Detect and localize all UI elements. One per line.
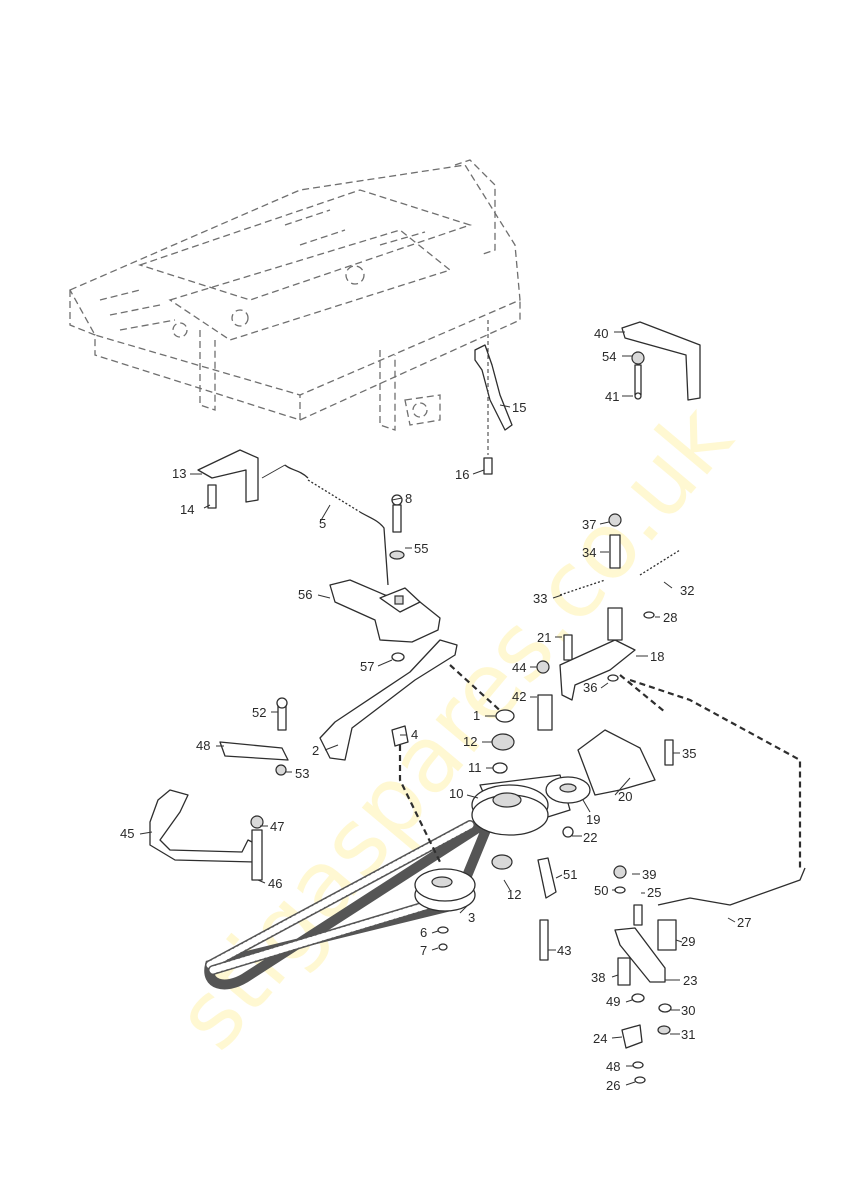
label-48: 48 — [606, 1059, 620, 1074]
label-39: 39 — [642, 867, 656, 882]
bracket-45 — [149, 789, 264, 881]
spring-5 — [261, 464, 389, 586]
label-50: 50 — [594, 883, 608, 898]
label-16: 16 — [455, 467, 469, 482]
spring-group-32-33 — [559, 513, 681, 641]
leader-lines — [139, 331, 736, 1086]
label-23: 23 — [683, 973, 697, 988]
label-37: 37 — [582, 517, 596, 532]
label-30: 30 — [681, 1003, 695, 1018]
label-53: 53 — [295, 766, 309, 781]
drive-belt — [204, 807, 501, 990]
label-12b: 12 — [507, 887, 521, 902]
label-56: 56 — [298, 587, 312, 602]
label-11: 11 — [468, 760, 482, 775]
bracket-13 — [197, 449, 259, 509]
label-18: 18 — [650, 649, 664, 664]
label-15: 15 — [512, 400, 526, 415]
label-45: 45 — [120, 826, 134, 841]
label-20: 20 — [618, 789, 632, 804]
idler-arm-2 — [319, 639, 506, 863]
label-12: 12 — [463, 734, 477, 749]
label-1: 1 — [473, 708, 480, 723]
bracket-40 — [621, 321, 701, 401]
plate-51b — [537, 857, 557, 961]
label-24: 24 — [593, 1031, 607, 1046]
bolt-8 — [389, 494, 405, 560]
label-51: 48 — [196, 738, 210, 753]
label-47: 47 — [270, 819, 284, 834]
pulley-assembly-10 — [471, 709, 549, 870]
label-49: 49 — [606, 994, 620, 1009]
label-22: 22 — [583, 830, 597, 845]
label-35: 35 — [682, 746, 696, 761]
bracket-15 — [474, 320, 513, 475]
label-3: 3 — [468, 910, 475, 925]
label-52: 52 — [252, 705, 266, 720]
label-33: 33 — [533, 591, 547, 606]
label-55: 55 — [414, 541, 428, 556]
label-31: 31 — [681, 1027, 695, 1042]
label-40: 40 — [594, 326, 608, 341]
label-32: 32 — [680, 583, 694, 598]
label-38: 38 — [591, 970, 605, 985]
label-13: 13 — [172, 466, 186, 481]
label-21: 21 — [537, 630, 551, 645]
label-57: 57 — [360, 659, 374, 674]
linkage-group-23 — [613, 865, 677, 1084]
label-4: 4 — [411, 727, 418, 742]
part-labels: 40 54 41 15 16 13 14 5 8 55 56 57 2 4 52… — [120, 326, 751, 1093]
pivot-bracket-56 — [329, 579, 441, 643]
label-27: 27 — [737, 915, 751, 930]
label-10: 10 — [449, 786, 463, 801]
bolt-35 — [664, 739, 674, 766]
label-46: 46 — [268, 876, 282, 891]
label-19: 19 — [586, 812, 600, 827]
label-8: 8 — [405, 491, 412, 506]
label-54: 54 — [602, 349, 616, 364]
label-6: 6 — [420, 925, 427, 940]
label-14: 14 — [180, 502, 194, 517]
label-5: 5 — [319, 516, 326, 531]
label-51b: 51 — [563, 867, 577, 882]
plate-51 — [219, 697, 289, 776]
label-26: 26 — [606, 1078, 620, 1093]
idler-pulley-3 — [414, 868, 476, 951]
label-29: 29 — [681, 934, 695, 949]
control-plate-18 — [536, 634, 802, 870]
rod-27 — [657, 867, 806, 906]
label-41: 41 — [605, 389, 619, 404]
label-2: 2 — [312, 743, 319, 758]
label-36: 36 — [583, 680, 597, 695]
pulley-19 — [545, 729, 656, 838]
label-25: 25 — [647, 885, 661, 900]
label-34: 34 — [582, 545, 596, 560]
label-44: 44 — [512, 660, 526, 675]
label-28: 28 — [663, 610, 677, 625]
label-42: 42 — [512, 689, 526, 704]
chassis-frame — [69, 159, 521, 431]
label-7: 7 — [420, 943, 427, 958]
label-43: 43 — [557, 943, 571, 958]
